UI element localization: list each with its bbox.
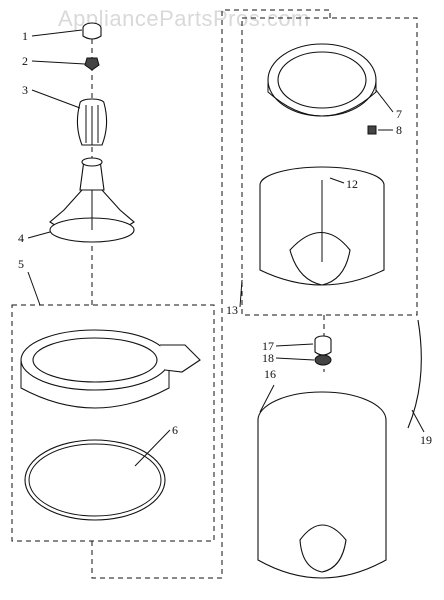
callout-13: 13 [226,303,238,317]
connector-line [91,9,331,579]
callout-19: 19 [420,433,432,447]
part-screw[interactable] [367,125,377,135]
part-seal[interactable] [314,354,332,366]
callout-4: 4 [18,231,24,245]
callout-6: 6 [172,423,178,437]
callout-3: 3 [22,83,28,97]
part-hose[interactable] [407,319,422,429]
callout-5: 5 [18,257,24,271]
part-nut[interactable] [84,57,100,71]
group-box-5 [11,304,215,542]
part-spin-basket[interactable] [259,166,385,286]
part-agitator-dog[interactable] [76,98,108,146]
callout-8: 8 [396,123,402,137]
part-agitator[interactable] [49,157,135,243]
part-tub-ring-top[interactable] [267,43,377,117]
part-bearing[interactable] [314,335,332,356]
callout-17: 17 [262,339,274,353]
callout-18: 18 [262,351,274,365]
part-tub-ring[interactable] [20,329,201,409]
part-tub-gasket[interactable] [24,439,166,521]
callout-2: 2 [22,54,28,68]
group-box-13 [241,17,418,316]
callout-7: 7 [396,107,402,121]
part-cap[interactable] [82,22,102,40]
callout-16: 16 [264,367,276,381]
callout-12: 12 [346,177,358,191]
callout-1: 1 [22,29,28,43]
part-outer-tub[interactable] [257,391,387,579]
